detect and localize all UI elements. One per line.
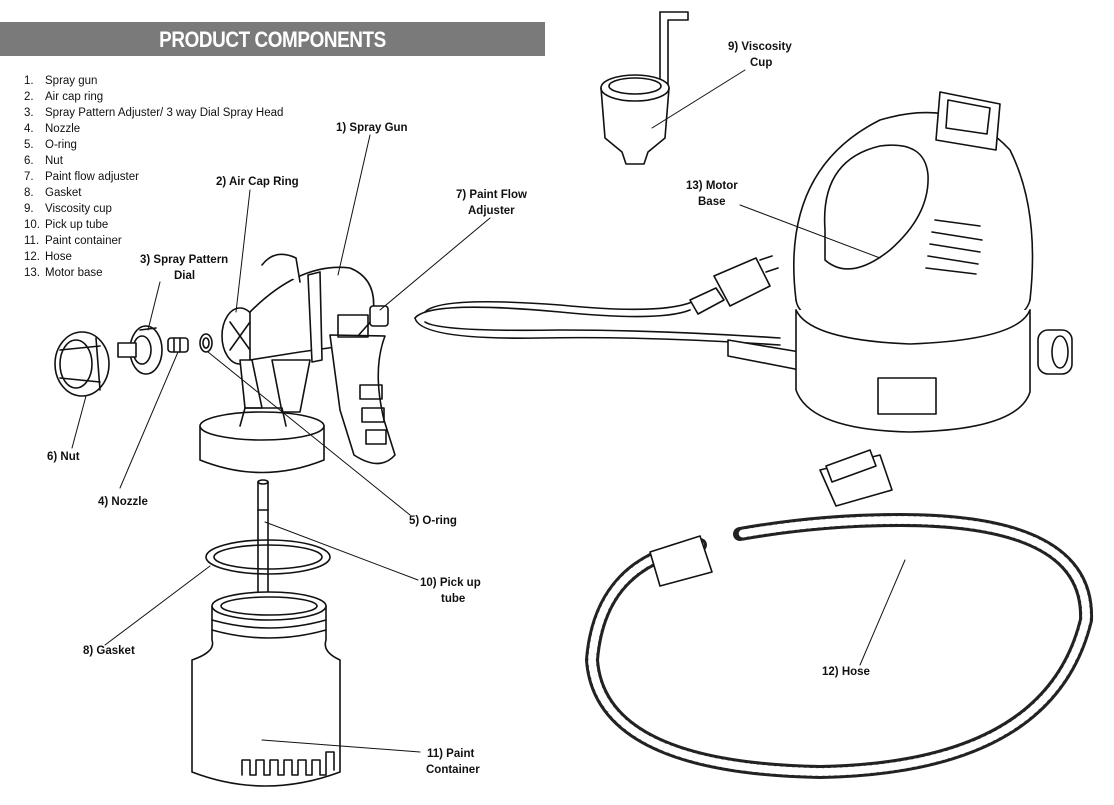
parts-list: 1.Spray gun 2.Air cap ring 3.Spray Patte… <box>24 73 283 281</box>
parts-list-item: 3.Spray Pattern Adjuster/ 3 way Dial Spr… <box>24 107 284 119</box>
callout-o-ring: 5) O-ring <box>409 515 457 527</box>
o-ring-drawing <box>199 333 213 353</box>
callout-hose: 12) Hose <box>822 666 870 678</box>
motor-base-drawing <box>793 91 1073 433</box>
paint-cup-drawing <box>199 407 325 474</box>
parts-list-item: 13.Motor base <box>24 267 103 279</box>
hose-drawing <box>585 449 1094 779</box>
spray-gun-drawing <box>221 253 396 465</box>
nozzle-drawing <box>167 337 189 353</box>
callout-paint-container: 11) Paint Container <box>426 748 480 776</box>
callout-gasket: 8) Gasket <box>83 645 135 657</box>
callout-spray-gun: 1) Spray Gun <box>336 122 408 134</box>
parts-list-item: 10.Pick up tube <box>24 219 109 231</box>
callout-pick-up-tube: 10) Pick up tube <box>420 577 484 605</box>
callout-motor-base: 13) Motor Base <box>686 180 741 208</box>
parts-list-item: 6.Nut <box>24 155 63 167</box>
viscosity-cup-drawing <box>600 11 689 165</box>
callout-spray-pattern-dial: 3) Spray Pattern Dial <box>140 254 231 282</box>
parts-list-item: 5.O-ring <box>24 139 77 151</box>
callout-nut: 6) Nut <box>47 451 80 463</box>
page-title: PRODUCT COMPONENTS <box>159 27 386 52</box>
parts-list-item: 2.Air cap ring <box>24 91 104 103</box>
power-cord-drawing <box>414 255 801 371</box>
leader-lines <box>71 69 906 753</box>
callout-air-cap-ring: 2) Air Cap Ring <box>216 176 299 188</box>
parts-list-item: 4.Nozzle <box>24 123 81 135</box>
spray-pattern-dial-drawing <box>117 325 163 375</box>
callouts: 1) Spray Gun 2) Air Cap Ring 3) Spray Pa… <box>47 41 870 776</box>
callout-paint-flow-adjuster: 7) Paint Flow Adjuster <box>456 189 530 217</box>
callout-nozzle: 4) Nozzle <box>98 496 148 508</box>
parts-list-item: 1.Spray gun <box>24 75 98 87</box>
header-banner: PRODUCT COMPONENTS <box>0 22 545 56</box>
parts-list-item: 12.Hose <box>24 251 72 263</box>
parts-list-item: 7.Paint flow adjuster <box>24 171 139 183</box>
parts-list-item: 8.Gasket <box>24 187 82 199</box>
nut-drawing <box>54 331 110 397</box>
parts-list-item: 9.Viscosity cup <box>24 203 112 215</box>
paint-container-drawing <box>191 591 341 787</box>
callout-viscosity-cup: 9) Viscosity Cup <box>728 41 795 69</box>
gasket-drawing <box>205 539 331 575</box>
parts-list-item: 11.Paint container <box>24 235 122 247</box>
